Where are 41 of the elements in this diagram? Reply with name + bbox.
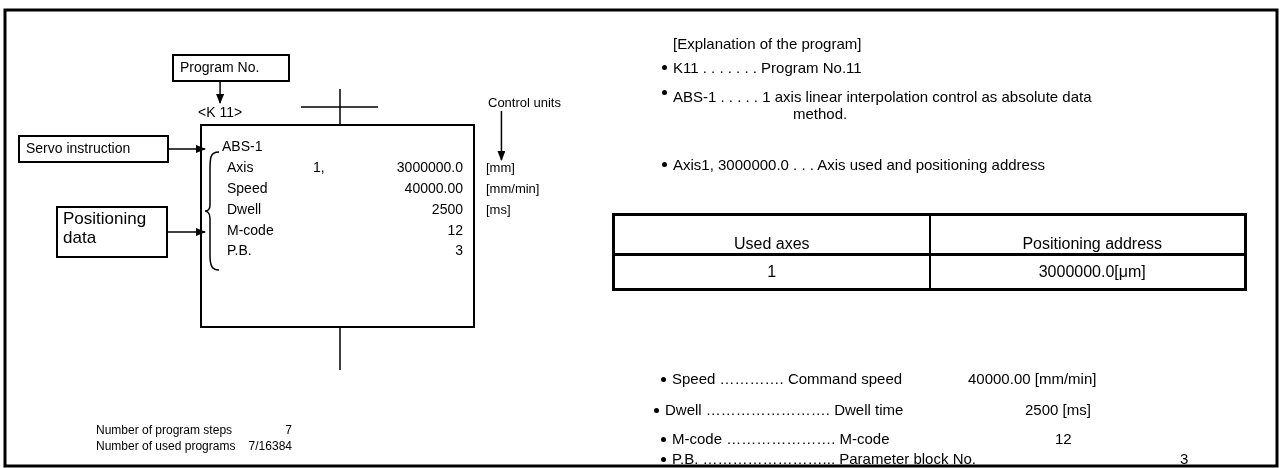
field-name: Speed bbox=[227, 180, 268, 197]
explanation-text: K11 . . . . . . . Program No.11 bbox=[673, 59, 862, 77]
explanation-text: ABS-1 . . . . . 1 axis linear interpolation control as absolute data method. bbox=[673, 88, 1093, 123]
info-text: Number of program steps bbox=[96, 424, 233, 438]
explanation-text: M-code …………………. M-code bbox=[672, 430, 890, 448]
info-value: 7/16384 bbox=[248, 440, 292, 454]
field-name: Dwell bbox=[227, 201, 262, 218]
field-value: 40000.00 bbox=[404, 180, 463, 197]
field-value: 3000000.0 bbox=[396, 159, 463, 176]
explanation-text: P.B. ……………………... Parameter block No. bbox=[672, 450, 976, 468]
field-name: Axis bbox=[227, 159, 254, 176]
value-text: 3 bbox=[1180, 450, 1189, 468]
field-name: M-code bbox=[227, 222, 274, 239]
field-value: 1, bbox=[313, 159, 325, 176]
label-box: Program No. bbox=[172, 54, 290, 82]
field-value: 3 bbox=[455, 242, 463, 259]
program-box bbox=[200, 124, 475, 328]
program-number: <K 11> bbox=[198, 104, 243, 121]
value-text: 2500 [ms] bbox=[1025, 401, 1091, 419]
label-box: Positioning data bbox=[56, 206, 168, 258]
field-name: P.B. bbox=[227, 242, 252, 259]
explanation-text: Speed …………. Command speed bbox=[672, 370, 903, 388]
arrow bbox=[216, 81, 225, 104]
label-box: Servo instruction bbox=[18, 135, 169, 163]
explanation-text: Dwell ……………………. Dwell time bbox=[665, 401, 904, 419]
value-text: 12 bbox=[1055, 430, 1072, 448]
unit-text: [mm] bbox=[486, 161, 515, 176]
arrow bbox=[168, 145, 206, 153]
unit-text: [mm/min] bbox=[486, 182, 540, 197]
info-value: 7 bbox=[285, 424, 292, 438]
arrow bbox=[497, 110, 506, 161]
annotation-text: Control units bbox=[488, 96, 561, 111]
field-value: 12 bbox=[447, 222, 463, 239]
arrow bbox=[167, 228, 206, 236]
heading-text: [Explanation of the program] bbox=[673, 35, 862, 53]
explanation-text: Axis1, 3000000.0 . . . Axis used and positioning address bbox=[673, 156, 1045, 174]
value-text: 40000.00 [mm/min] bbox=[968, 370, 1097, 388]
instruction-text: ABS-1 bbox=[222, 138, 263, 155]
unit-text: [ms] bbox=[486, 203, 511, 218]
info-text: Number of used programs bbox=[96, 440, 236, 454]
field-value: 2500 bbox=[431, 201, 463, 218]
